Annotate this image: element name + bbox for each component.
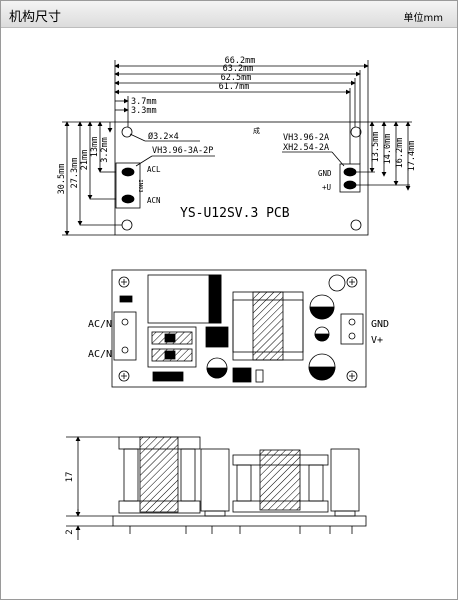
unit-label: 单位mm (403, 13, 443, 24)
dim-height-r2: 14.0mm (383, 134, 393, 165)
mount-hole (350, 126, 362, 138)
hole-label: Ø3.2×4 (148, 131, 179, 142)
top-view-labels: 66.2mm 63.2mm 62.5mm 61.7mm 3.7mm 3.3mm … (57, 56, 417, 221)
side-capacitor (200, 448, 230, 512)
ic-chip (205, 326, 229, 348)
input-terminal (113, 311, 137, 361)
page-title: 机构尺寸 (9, 10, 62, 25)
input-connector-label: VH3.96-3A-2P (152, 146, 213, 156)
component-view-labels: AC/N AC/N GND V+ (88, 319, 389, 360)
right-label-2: V+ (371, 335, 383, 346)
dim-width-3: 62.5mm (221, 73, 252, 83)
left-label-1: AC/N (88, 319, 112, 330)
pin-v: +U (322, 183, 331, 192)
side-view (66, 436, 367, 540)
dim-height-r4: 17.4mm (407, 141, 417, 172)
board-name: YS-U12SV.3 PCB (180, 206, 290, 221)
side-thickness: 2 (65, 529, 75, 534)
mount-hole (121, 126, 133, 138)
pin-acl: ACL (147, 165, 161, 174)
left-label-2: AC/N (88, 349, 112, 360)
dim-height-1: 30.5mm (57, 164, 67, 195)
header-bar: 机构尺寸 单位mm (1, 1, 457, 28)
input-connector (115, 162, 141, 209)
pin-acn: ACN (147, 196, 161, 205)
dim-height-3: 21mm (80, 150, 90, 170)
dim-height-r3: 16.2mm (395, 138, 405, 169)
mount-hole (350, 219, 362, 231)
component-view (111, 269, 367, 388)
dim-left-1: 3.7mm (131, 97, 157, 107)
mechanical-drawing: 66.2mm 63.2mm 62.5mm 61.7mm 3.7mm 3.3mm … (57, 56, 417, 540)
side-view-labels: 17 2 (65, 472, 75, 535)
dim-width-1: 66.2mm (225, 56, 256, 66)
in-ref-label: IN03 (137, 179, 143, 192)
dim-left-2: 3.3mm (131, 106, 157, 116)
dim-height-r1: 13.5mm (371, 132, 381, 163)
dim-width-4: 61.7mm (219, 82, 250, 92)
output-connector-label-1: VH3.96-2A (283, 133, 329, 143)
right-label-1: GND (371, 319, 389, 330)
top-view (62, 60, 412, 236)
pcb-side (112, 515, 367, 527)
dim-width-2: 63.2mm (223, 64, 254, 74)
pin-gnd: GND (318, 169, 332, 178)
output-connector-label-2: XH2.54-2A (283, 143, 329, 153)
pcb-component-outline (111, 269, 367, 388)
dim-height-5: 3.2mm (100, 137, 110, 163)
dim-height-2: 27.3mm (70, 158, 80, 189)
output-terminal (340, 313, 364, 345)
corner-mark: 成 (253, 126, 260, 135)
side-height: 17 (65, 472, 75, 483)
dim-height-4: 13mm (90, 137, 100, 157)
